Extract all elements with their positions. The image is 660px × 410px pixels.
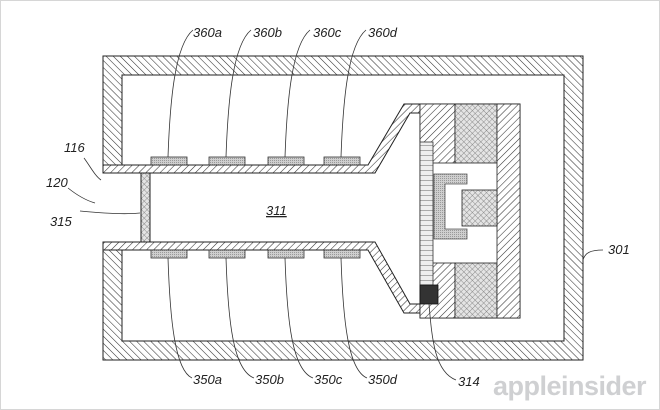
top-elements (150, 156, 361, 166)
label-360a: 360a (193, 25, 222, 40)
watermark-logo: appleinsider (492, 371, 647, 401)
label-315: 315 (50, 214, 72, 229)
label-116: 116 (64, 140, 85, 155)
label-314: 314 (458, 374, 480, 389)
label-360c: 360c (313, 25, 342, 40)
label-350d: 350d (368, 372, 398, 387)
label-120: 120 (46, 175, 68, 190)
label-350b: 350b (255, 372, 284, 387)
transducer-block (419, 103, 521, 319)
leader-lines (67, 29, 604, 381)
label-301: 301 (608, 242, 630, 257)
label-311: 311 (266, 203, 287, 218)
port-tube (102, 103, 422, 314)
membrane (140, 172, 151, 243)
label-360d: 360d (368, 25, 398, 40)
label-350a: 350a (193, 372, 222, 387)
label-360b: 360b (253, 25, 282, 40)
sensor-element (419, 284, 439, 305)
label-350c: 350c (314, 372, 343, 387)
reference-labels: 360a 360b 360c 360d 350a 350b 350c 350d … (46, 25, 630, 389)
bottom-elements (150, 249, 361, 259)
